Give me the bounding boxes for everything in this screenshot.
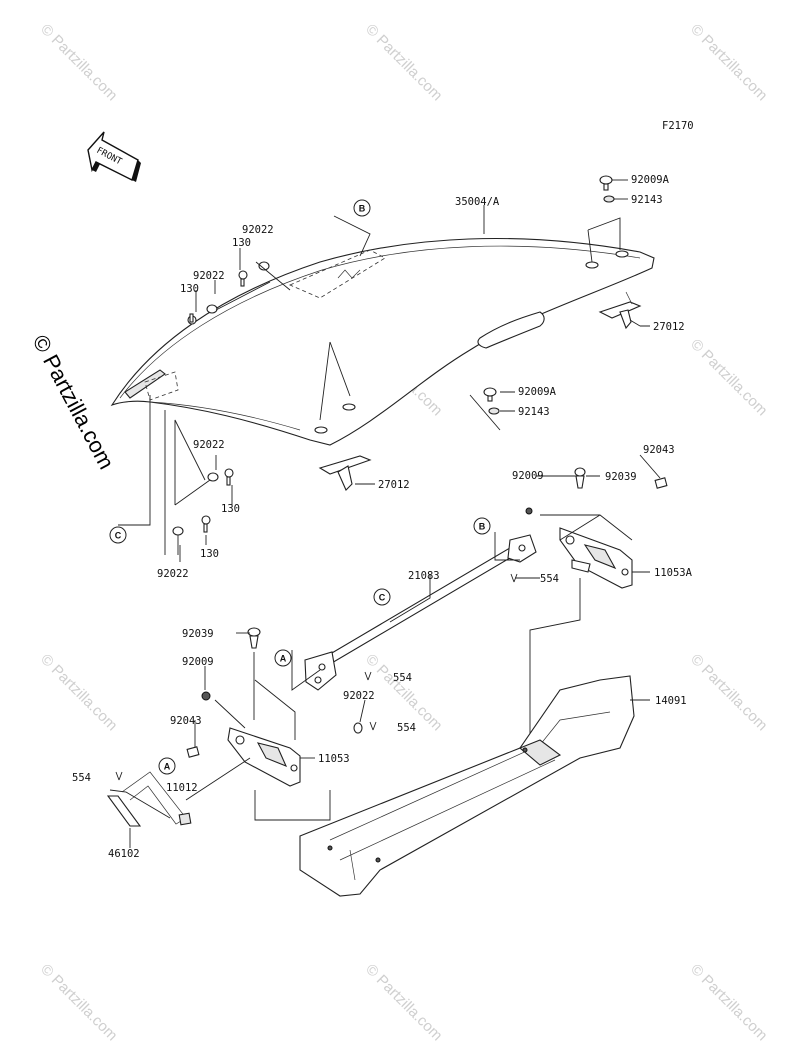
callout-letter: B	[479, 522, 486, 532]
bracket-27012-right	[598, 291, 642, 330]
bracket-11053a	[559, 527, 633, 589]
part-label-92022: 92022	[193, 439, 225, 451]
bracket-11053	[227, 727, 301, 787]
part-label-92143: 92143	[518, 406, 550, 418]
callout-c-left: C	[109, 526, 127, 544]
part-label-11053a: 11053A	[654, 567, 693, 579]
part-label-92009a: 92009A	[518, 386, 557, 398]
part-labels: 35004/A 92009A 92143 27012 92022 130 920…	[72, 174, 693, 860]
part-label-92022: 92022	[343, 690, 375, 702]
part-label-92022: 92022	[242, 224, 274, 236]
watermark: © Partzilla.com	[362, 21, 445, 104]
front-arrow-icon: FRONT	[87, 131, 141, 182]
watermark: © Partzilla.com	[37, 21, 120, 104]
fasteners-roof	[172, 175, 615, 536]
floor-14091	[299, 675, 650, 897]
figure-code: F2170	[662, 120, 694, 132]
callout-letter: C	[115, 531, 122, 541]
watermark-main: © Partzilla.com	[28, 331, 120, 474]
part-label-554: 554	[397, 722, 416, 734]
part-label-130: 130	[200, 548, 219, 560]
part-label-14091: 14091	[655, 695, 687, 707]
part-label-554: 554	[393, 672, 412, 684]
callout-b-mid: B	[473, 517, 491, 535]
part-label-92043: 92043	[643, 444, 675, 456]
left-leaders	[185, 632, 366, 821]
callout-b-top: B	[353, 199, 371, 217]
watermark: © Partzilla.com	[687, 336, 770, 419]
part-label-92039: 92039	[182, 628, 214, 640]
watermark: © Partzilla.com	[37, 651, 120, 734]
part-label-130: 130	[232, 237, 251, 249]
callout-letter: C	[379, 593, 386, 603]
part-label-554: 554	[540, 573, 559, 585]
roof-panel	[110, 237, 655, 446]
callout-a-low: A	[158, 757, 176, 775]
part-label-11012: 11012	[166, 782, 198, 794]
part-label-92009a: 92009A	[631, 174, 670, 186]
part-label-92039: 92039	[605, 471, 637, 483]
bracket-27012-center	[318, 455, 372, 491]
part-label-92022: 92022	[193, 270, 225, 282]
watermark: © Partzilla.com	[37, 961, 120, 1044]
handle-46102	[106, 771, 192, 848]
watermark: © Partzilla.com	[687, 651, 770, 734]
pin-554-icons	[115, 573, 518, 781]
part-label-21083: 21083	[408, 570, 440, 582]
callout-letter: A	[164, 762, 171, 772]
part-label-27012: 27012	[378, 479, 410, 491]
callout-letter: A	[280, 654, 287, 664]
mid-leaders	[389, 454, 661, 740]
callout-a-mid: A	[274, 649, 292, 667]
part-label-92043: 92043	[170, 715, 202, 727]
part-label-46102: 46102	[108, 848, 140, 860]
part-label-130: 130	[180, 283, 199, 295]
callout-letter: B	[359, 204, 366, 214]
part-label-130: 130	[221, 503, 240, 515]
part-label-92009: 92009	[182, 656, 214, 668]
callout-c-mid: C	[373, 588, 391, 606]
part-label-11053: 11053	[318, 753, 350, 765]
watermark: © Partzilla.com	[362, 961, 445, 1044]
roof-leaders	[118, 179, 650, 562]
part-label-92143: 92143	[631, 194, 663, 206]
rod-21083	[304, 534, 537, 691]
part-label-92022: 92022	[157, 568, 189, 580]
watermark: © Partzilla.com	[687, 961, 770, 1044]
part-label-35004a: 35004/A	[455, 196, 500, 208]
fasteners-left	[186, 627, 363, 758]
fasteners-right	[525, 467, 668, 515]
part-label-554: 554	[72, 772, 91, 784]
part-label-27012: 27012	[653, 321, 685, 333]
watermark: © Partzilla.com	[687, 21, 770, 104]
part-label-92009: 92009	[512, 470, 544, 482]
